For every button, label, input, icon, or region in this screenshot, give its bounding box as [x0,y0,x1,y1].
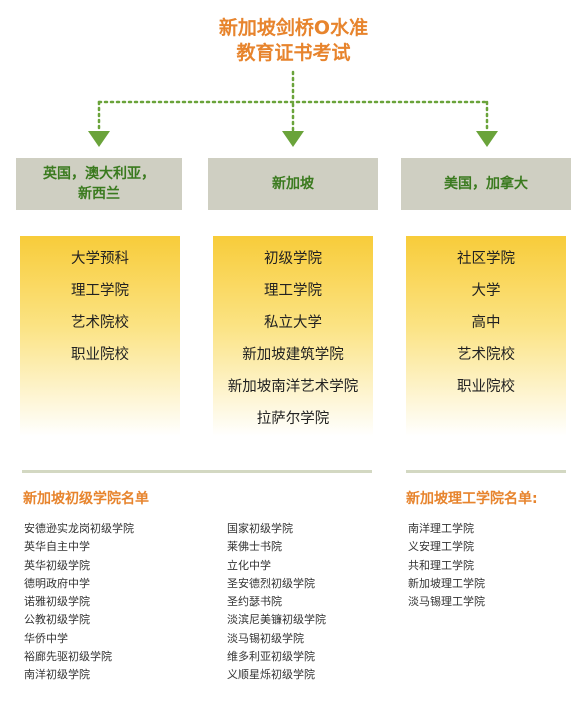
school-item: 淡马锡初级学院 [227,631,304,645]
school-item: 莱佛士书院 [227,540,282,554]
school-item: 淡滨尼美镰初级学院 [227,613,326,627]
institution-item: 新加坡南洋艺术学院 [227,379,359,395]
school-item: 共和理工学院 [408,558,474,572]
junior-colleges-column-2: 国家初级学院 莱佛士书院 立化中学 圣安德烈初级学院 圣约瑟书院 淡滨尼美镰初级… [227,522,326,687]
polytechnics-list: 南洋理工学院 义安理工学院 共和理工学院 新加坡理工学院 淡马锡理工学院 [408,522,485,613]
institution-item: 艺术院校 [457,347,515,363]
region-box-uk-australia-nz: 英国，澳大利亚， 新西兰 [16,158,182,210]
institution-item: 职业院校 [457,379,515,395]
school-item: 南洋理工学院 [408,522,474,535]
school-item: 诺雅初级学院 [24,595,90,609]
divider-polytechnics [406,470,566,473]
school-item: 裕廊先驱初级学院 [24,650,112,664]
institution-box-uk-australia-nz: 大学预科 理工学院 艺术院校 职业院校 [20,236,180,436]
school-item: 新加坡理工学院 [408,576,485,590]
institution-item: 艺术院校 [71,315,129,331]
institution-item: 理工学院 [71,283,129,299]
school-item: 南洋初级学院 [24,668,90,682]
diagram-title: 新加坡剑桥O水准 教育证书考试 [0,16,587,66]
region-label-line: 新西兰 [78,186,120,202]
region-label-line: 新加坡 [272,176,314,192]
title-line-2: 教育证书考试 [236,42,351,64]
school-item: 义安理工学院 [408,540,474,554]
school-item: 公教初级学院 [24,613,90,627]
institution-box-usa-canada: 社区学院 大学 高中 艺术院校 职业院校 [406,236,566,436]
institution-box-singapore: 初级学院 理工学院 私立大学 新加坡建筑学院 新加坡南洋艺术学院 拉萨尔学院 [213,236,373,436]
institution-item: 社区学院 [457,251,515,267]
arrow-head-right [476,131,498,147]
institution-item: 大学 [471,283,501,299]
institution-item: 大学预科 [71,251,129,267]
institution-item: 高中 [471,315,501,331]
arrow-head-center [282,131,304,147]
school-item: 德明政府中学 [24,576,90,590]
junior-colleges-title: 新加坡初级学院名单 [23,491,149,507]
school-item: 淡马锡理工学院 [408,595,485,609]
junior-colleges-column-1: 安德逊实龙岗初级学院 英华自主中学 英华初级学院 德明政府中学 诺雅初级学院 公… [24,522,134,687]
divider-junior-colleges [22,470,372,473]
school-item: 国家初级学院 [227,522,293,535]
school-item: 圣约瑟书院 [227,595,282,609]
institution-item: 初级学院 [264,251,322,267]
school-item: 圣安德烈初级学院 [227,576,315,590]
school-item: 英华自主中学 [24,540,90,554]
school-item: 义顺星烁初级学院 [227,668,315,682]
institution-item: 职业院校 [71,347,129,363]
title-line-1: 新加坡剑桥O水准 [218,17,369,39]
institution-item: 新加坡建筑学院 [242,347,344,363]
region-box-usa-canada: 美国，加拿大 [401,158,571,210]
region-label-line: 美国，加拿大 [444,176,528,192]
institution-item: 私立大学 [264,315,322,331]
school-item: 安德逊实龙岗初级学院 [24,522,134,535]
polytechnics-title: 新加坡理工学院名单: [406,491,538,507]
school-item: 英华初级学院 [24,558,90,572]
region-label-line: 英国，澳大利亚， [43,166,155,182]
school-item: 华侨中学 [24,631,68,645]
school-item: 维多利亚初级学院 [227,650,315,664]
institution-item: 理工学院 [264,283,322,299]
region-box-singapore: 新加坡 [208,158,378,210]
institution-item: 拉萨尔学院 [256,411,330,427]
arrow-head-left [88,131,110,147]
school-item: 立化中学 [227,558,271,572]
